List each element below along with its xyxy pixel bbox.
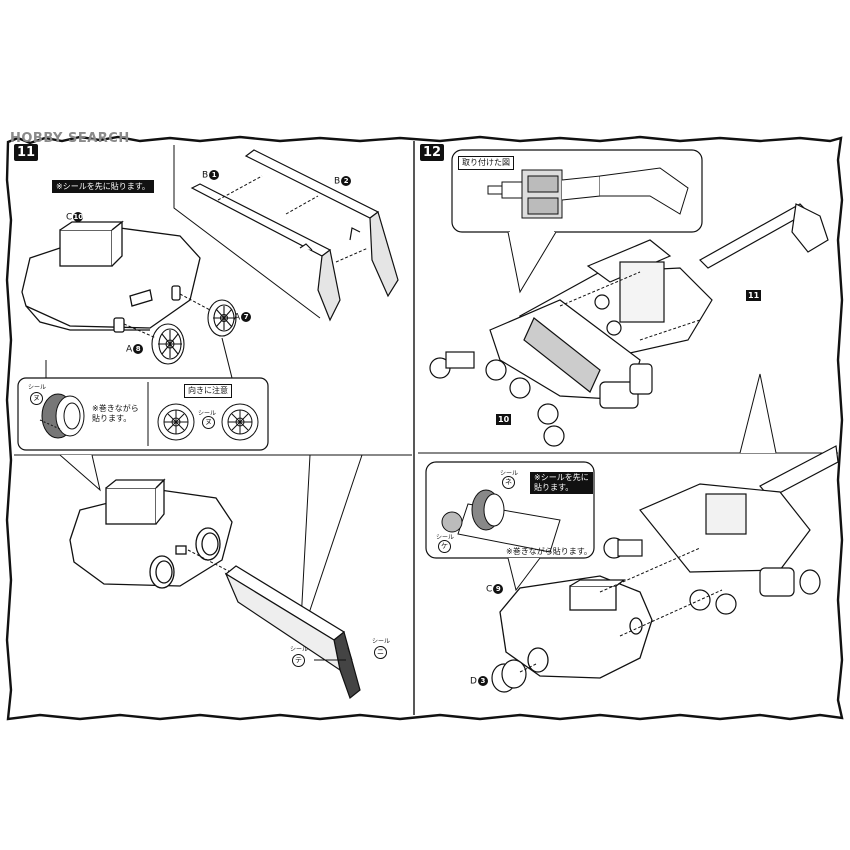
wheel-a7: [207, 299, 237, 337]
seal-te-mark: テ: [292, 654, 305, 667]
step11-note-seal-first: ※シールを先に貼ります。: [52, 180, 154, 193]
boom-arm: [699, 203, 829, 269]
seal-ne-mark: ネ: [502, 476, 515, 489]
seal-ni-mark: ニ: [374, 646, 387, 659]
seal-label-te-caption: シール: [290, 646, 309, 653]
part-c10-label: C10: [66, 212, 84, 223]
tag-10: 10: [496, 414, 512, 425]
step-11-number: 11: [14, 144, 39, 161]
wheel-pair-detail: [157, 403, 259, 441]
step12-note-roll: ※巻きながら貼ります。: [506, 547, 592, 556]
cab-body-c10: [21, 220, 201, 333]
cab-assembled: [69, 478, 233, 589]
seal-label-ke-caption: シール: [436, 534, 455, 541]
seal-label-ni-caption: シール: [372, 638, 391, 645]
seal-label-nu-caption: シール: [28, 384, 47, 391]
attached-detail: [487, 167, 689, 219]
step11-note-direction: 向きに注意: [184, 384, 232, 398]
seal-label-ne-caption: シール: [500, 470, 519, 477]
undercarriage-10: [429, 299, 653, 447]
seal-wheel-detail: [39, 393, 85, 439]
watermark: HOBBY SEARCH: [10, 131, 130, 146]
fender-b2: [244, 149, 399, 298]
seal-nu2-mark: ヌ: [202, 416, 215, 429]
cab-c9: [499, 575, 653, 679]
attached-figure-caption: 取り付けた図: [458, 156, 514, 170]
fender-b1: [190, 183, 341, 322]
rear-frame: [603, 483, 821, 615]
step12-note-seal-first: ※シールを先に 貼ります。: [530, 472, 593, 494]
step-12-number: 12: [420, 144, 445, 161]
wheel-a8: [151, 323, 185, 365]
seal-ke-mark: ケ: [438, 540, 451, 553]
seal-label-nu2-caption: シール: [198, 410, 217, 417]
cap-d3: [491, 659, 527, 693]
step11-note-roll: ※巻きながら 貼ります。: [92, 404, 139, 423]
tag-11: 11: [746, 290, 762, 301]
rear-boom: [759, 445, 839, 499]
front-frame-11: [518, 239, 713, 363]
page-border: [5, 135, 844, 721]
seal-nu-mark: ヌ: [30, 392, 43, 405]
fender-assembly: [224, 565, 361, 699]
seal-detail-12: [441, 489, 561, 553]
